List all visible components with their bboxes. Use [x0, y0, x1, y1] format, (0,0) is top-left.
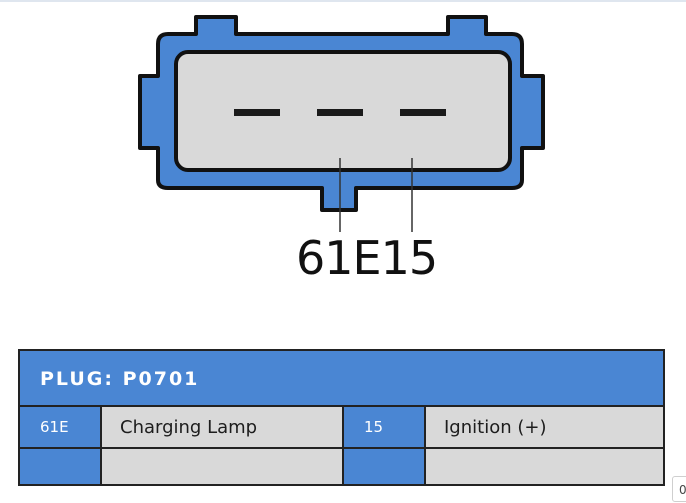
table-cell-pin-a: 61E — [20, 407, 102, 449]
corner-badge[interactable]: 0 — [672, 476, 686, 502]
pin-slot-2 — [317, 109, 363, 116]
plug-table: PLUG: P0701 61E Charging Lamp 15 Ignitio… — [18, 349, 665, 486]
pin-slot-1 — [234, 109, 280, 116]
table-cell-pin-b: 15 — [344, 407, 426, 449]
connector-diagram — [138, 15, 545, 232]
table-cell-pin-a — [20, 449, 102, 484]
table-cell-desc-b — [426, 449, 663, 484]
table-cell-desc-a: Charging Lamp — [102, 407, 344, 449]
table-cell-desc-a — [102, 449, 344, 484]
plug-title: PLUG: P0701 — [20, 351, 663, 407]
pin-slot-3 — [400, 109, 446, 116]
table-cell-desc-b: Ignition (+) — [426, 407, 663, 449]
pin-labels: 61E15 — [296, 231, 438, 285]
table-cell-pin-b — [344, 449, 426, 484]
top-divider — [0, 0, 686, 2]
